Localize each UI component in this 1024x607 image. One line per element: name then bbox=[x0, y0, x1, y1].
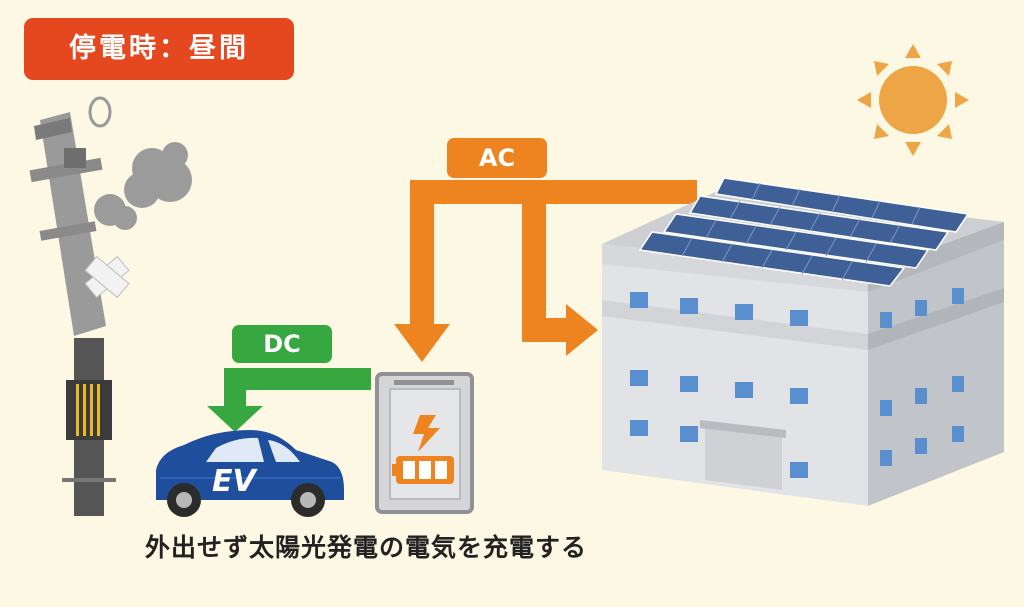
broken-utility-pole-icon bbox=[29, 96, 130, 516]
lightning-icon bbox=[413, 415, 440, 452]
page-title: 停電時：昼間 bbox=[24, 18, 294, 80]
ac-label: AC bbox=[447, 138, 547, 178]
dc-label: DC bbox=[232, 325, 332, 363]
ev-car-icon bbox=[156, 430, 344, 517]
caption-text: 外出せず太陽光発電の電気を充電する bbox=[145, 533, 588, 562]
sun-icon bbox=[857, 44, 969, 156]
battery-icon bbox=[392, 456, 454, 484]
ev-label: EV bbox=[212, 464, 256, 499]
smoke-icon bbox=[94, 142, 192, 230]
dc-flow-arrow bbox=[207, 368, 371, 432]
ac-flow-arrow bbox=[394, 180, 697, 362]
solar-panel-icon bbox=[638, 177, 970, 287]
power-storage-unit bbox=[375, 372, 474, 514]
